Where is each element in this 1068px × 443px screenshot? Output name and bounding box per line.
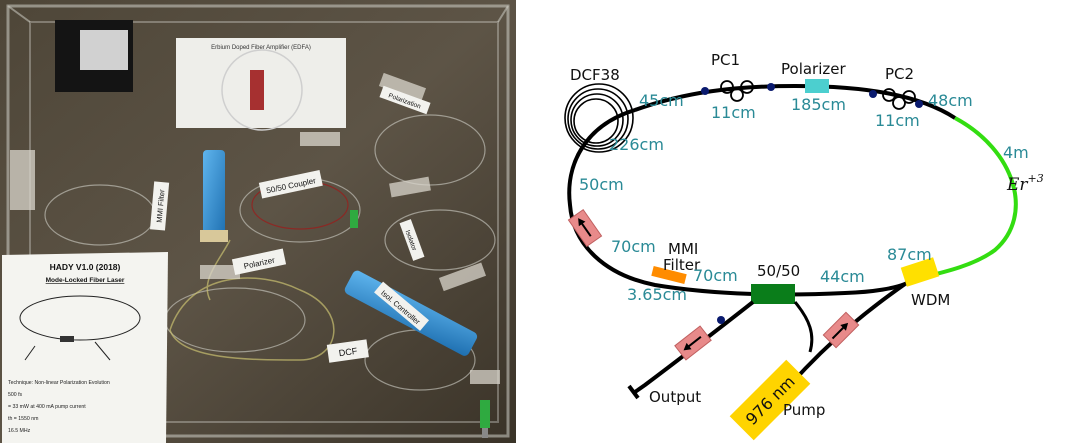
pc1-label: PC1 <box>711 51 740 69</box>
length-11cm-pc2: 11cm <box>875 111 920 130</box>
length-3-65cm: 3.65cm <box>627 285 687 304</box>
connector-dot <box>717 316 725 324</box>
mmi-filter-component <box>651 266 687 284</box>
photo-sheet-subtitle: Mode-Locked Fiber Laser <box>46 277 125 284</box>
setup-photo: Erbium Doped Fiber Amplifier (EDFA) <box>0 0 516 443</box>
photo-sheet-line-4: th = 1550 nm <box>8 416 38 422</box>
filter-label: Filter <box>663 256 701 274</box>
pc2-loops <box>882 88 916 110</box>
length-44cm: 44cm <box>820 267 865 286</box>
connector-dot <box>869 90 877 98</box>
dcf38-label: DCF38 <box>570 66 620 84</box>
mmi-label: MMI <box>668 240 698 258</box>
photo-sheet-title: HADY V1.0 (2018) <box>50 262 121 272</box>
photo-edfa-title: Erbium Doped Fiber Amplifier (EDFA) <box>211 45 311 51</box>
pc1-loops <box>720 80 754 102</box>
output-label: Output <box>649 388 701 406</box>
length-48cm: 48cm <box>928 91 973 110</box>
coupler-component <box>751 284 795 304</box>
laser-schematic: 976 nm DCF38 PC1 Polarizer PC2 MMI Filte… <box>564 51 1044 441</box>
pump-source: 976 nm <box>729 359 811 441</box>
photo-dcf-tag: DCF <box>338 346 358 359</box>
photo-mmi-tag: MMI Filter <box>155 189 167 223</box>
coupler-label: 50/50 <box>757 262 800 280</box>
length-185cm: 185cm <box>791 95 846 114</box>
polarizer-label: Polarizer <box>781 60 846 78</box>
erbium-fiber <box>919 116 1018 280</box>
photo-sheet-line-1: Technique: Non-linear Polarization Evolu… <box>8 380 110 386</box>
wdm-label: WDM <box>911 291 950 309</box>
ring-isolator <box>567 209 603 247</box>
connector-dot <box>701 87 709 95</box>
photo-sheet-line-5: 16.5 MHz <box>8 428 31 434</box>
pump-label: Pump <box>783 401 825 419</box>
length-70cm-left: 70cm <box>611 237 656 256</box>
pump-isolator <box>822 311 860 349</box>
length-45cm: 45cm <box>639 91 684 110</box>
output-isolator <box>674 325 712 361</box>
pc2-label: PC2 <box>885 65 914 83</box>
length-11cm-pc1: 11cm <box>711 103 756 122</box>
erbium-label: Er+3 <box>1006 172 1044 195</box>
length-50cm: 50cm <box>579 175 624 194</box>
connector-dot <box>915 100 923 108</box>
polarizer-component <box>805 79 829 93</box>
photo-info-sheet: HADY V1.0 (2018) Mode-Locked Fiber Laser… <box>2 252 168 443</box>
connector-dot <box>767 83 775 91</box>
length-87cm: 87cm <box>887 245 932 264</box>
length-4m: 4m <box>1003 143 1029 162</box>
wdm-component <box>900 257 940 287</box>
length-226cm: 226cm <box>609 135 664 154</box>
photo-sheet-line-3: = 33 mW at 400 mA pump current <box>8 404 86 410</box>
photo-coupler-module <box>200 150 228 242</box>
dcf-coil <box>564 83 634 153</box>
length-70cm-right: 70cm <box>693 266 738 285</box>
photo-sheet-line-2: 500 fs <box>8 392 23 398</box>
photo-edfa-sheet: Erbium Doped Fiber Amplifier (EDFA) <box>176 38 346 131</box>
